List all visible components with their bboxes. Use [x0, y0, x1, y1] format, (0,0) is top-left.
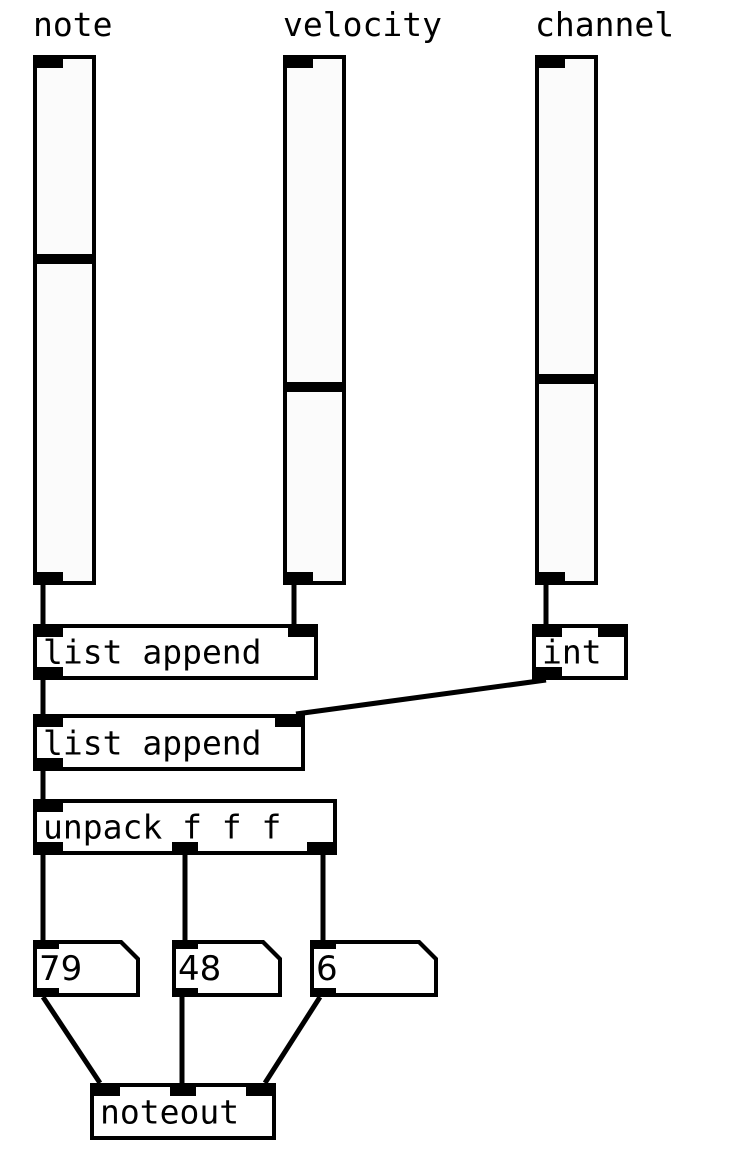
- inlet[interactable]: [275, 718, 301, 727]
- inlet[interactable]: [288, 628, 314, 637]
- inlet[interactable]: [33, 940, 59, 949]
- list-append-2[interactable]: list append: [33, 714, 305, 771]
- inlet[interactable]: [310, 940, 336, 949]
- inlet[interactable]: [37, 59, 63, 68]
- velocity-slider[interactable]: [283, 55, 346, 585]
- outlet[interactable]: [37, 842, 63, 851]
- inlet[interactable]: [94, 1087, 120, 1096]
- num-velocity[interactable]: 48: [172, 940, 282, 997]
- inlet[interactable]: [37, 803, 63, 812]
- outlet[interactable]: [539, 572, 565, 581]
- slider-knob[interactable]: [287, 382, 342, 392]
- comment-velocity-label: velocity: [283, 5, 442, 44]
- inlet[interactable]: [37, 628, 63, 637]
- outlet[interactable]: [172, 988, 198, 997]
- unpack-obj[interactable]: unpack f f f: [33, 799, 337, 855]
- inlet[interactable]: [598, 628, 624, 637]
- inlet[interactable]: [536, 628, 562, 637]
- note-slider[interactable]: [33, 55, 96, 585]
- patch-cord[interactable]: [295, 677, 547, 717]
- inlet[interactable]: [37, 718, 63, 727]
- num-note[interactable]: 79: [33, 940, 140, 997]
- object-label: noteout: [100, 1092, 240, 1131]
- outlet[interactable]: [172, 842, 198, 851]
- outlet[interactable]: [37, 758, 63, 767]
- outlet[interactable]: [310, 988, 336, 997]
- outlet[interactable]: [33, 988, 59, 997]
- comment-channel-label: channel: [535, 5, 675, 44]
- comment-note-label: note: [33, 5, 113, 44]
- slider-knob[interactable]: [539, 374, 594, 384]
- int-obj[interactable]: int: [532, 624, 628, 680]
- number-box-fill: [37, 944, 136, 993]
- outlet[interactable]: [307, 842, 333, 851]
- outlet[interactable]: [287, 572, 313, 581]
- inlet[interactable]: [246, 1087, 272, 1096]
- inlet[interactable]: [170, 1087, 196, 1096]
- object-label: int: [542, 632, 602, 672]
- number-box-fill: [314, 944, 434, 993]
- object-label: list append: [43, 723, 262, 762]
- patch-cord[interactable]: [262, 995, 323, 1085]
- slider-knob[interactable]: [37, 254, 92, 264]
- outlet[interactable]: [37, 667, 63, 676]
- noteout-obj[interactable]: noteout: [90, 1083, 276, 1140]
- object-label: list append: [43, 632, 262, 672]
- number-value: 6: [316, 948, 338, 989]
- object-label: unpack f f f: [43, 807, 282, 847]
- inlet[interactable]: [539, 59, 565, 68]
- list-append-1[interactable]: list append: [33, 624, 318, 680]
- inlet[interactable]: [287, 59, 313, 68]
- channel-slider[interactable]: [535, 55, 598, 585]
- outlet[interactable]: [536, 667, 562, 676]
- outlet[interactable]: [37, 572, 63, 581]
- number-value: 79: [39, 948, 83, 989]
- patch-cord[interactable]: [40, 995, 103, 1085]
- num-channel[interactable]: 6: [310, 940, 438, 997]
- inlet[interactable]: [172, 940, 198, 949]
- number-value: 48: [178, 948, 222, 989]
- number-box-fill: [176, 944, 278, 993]
